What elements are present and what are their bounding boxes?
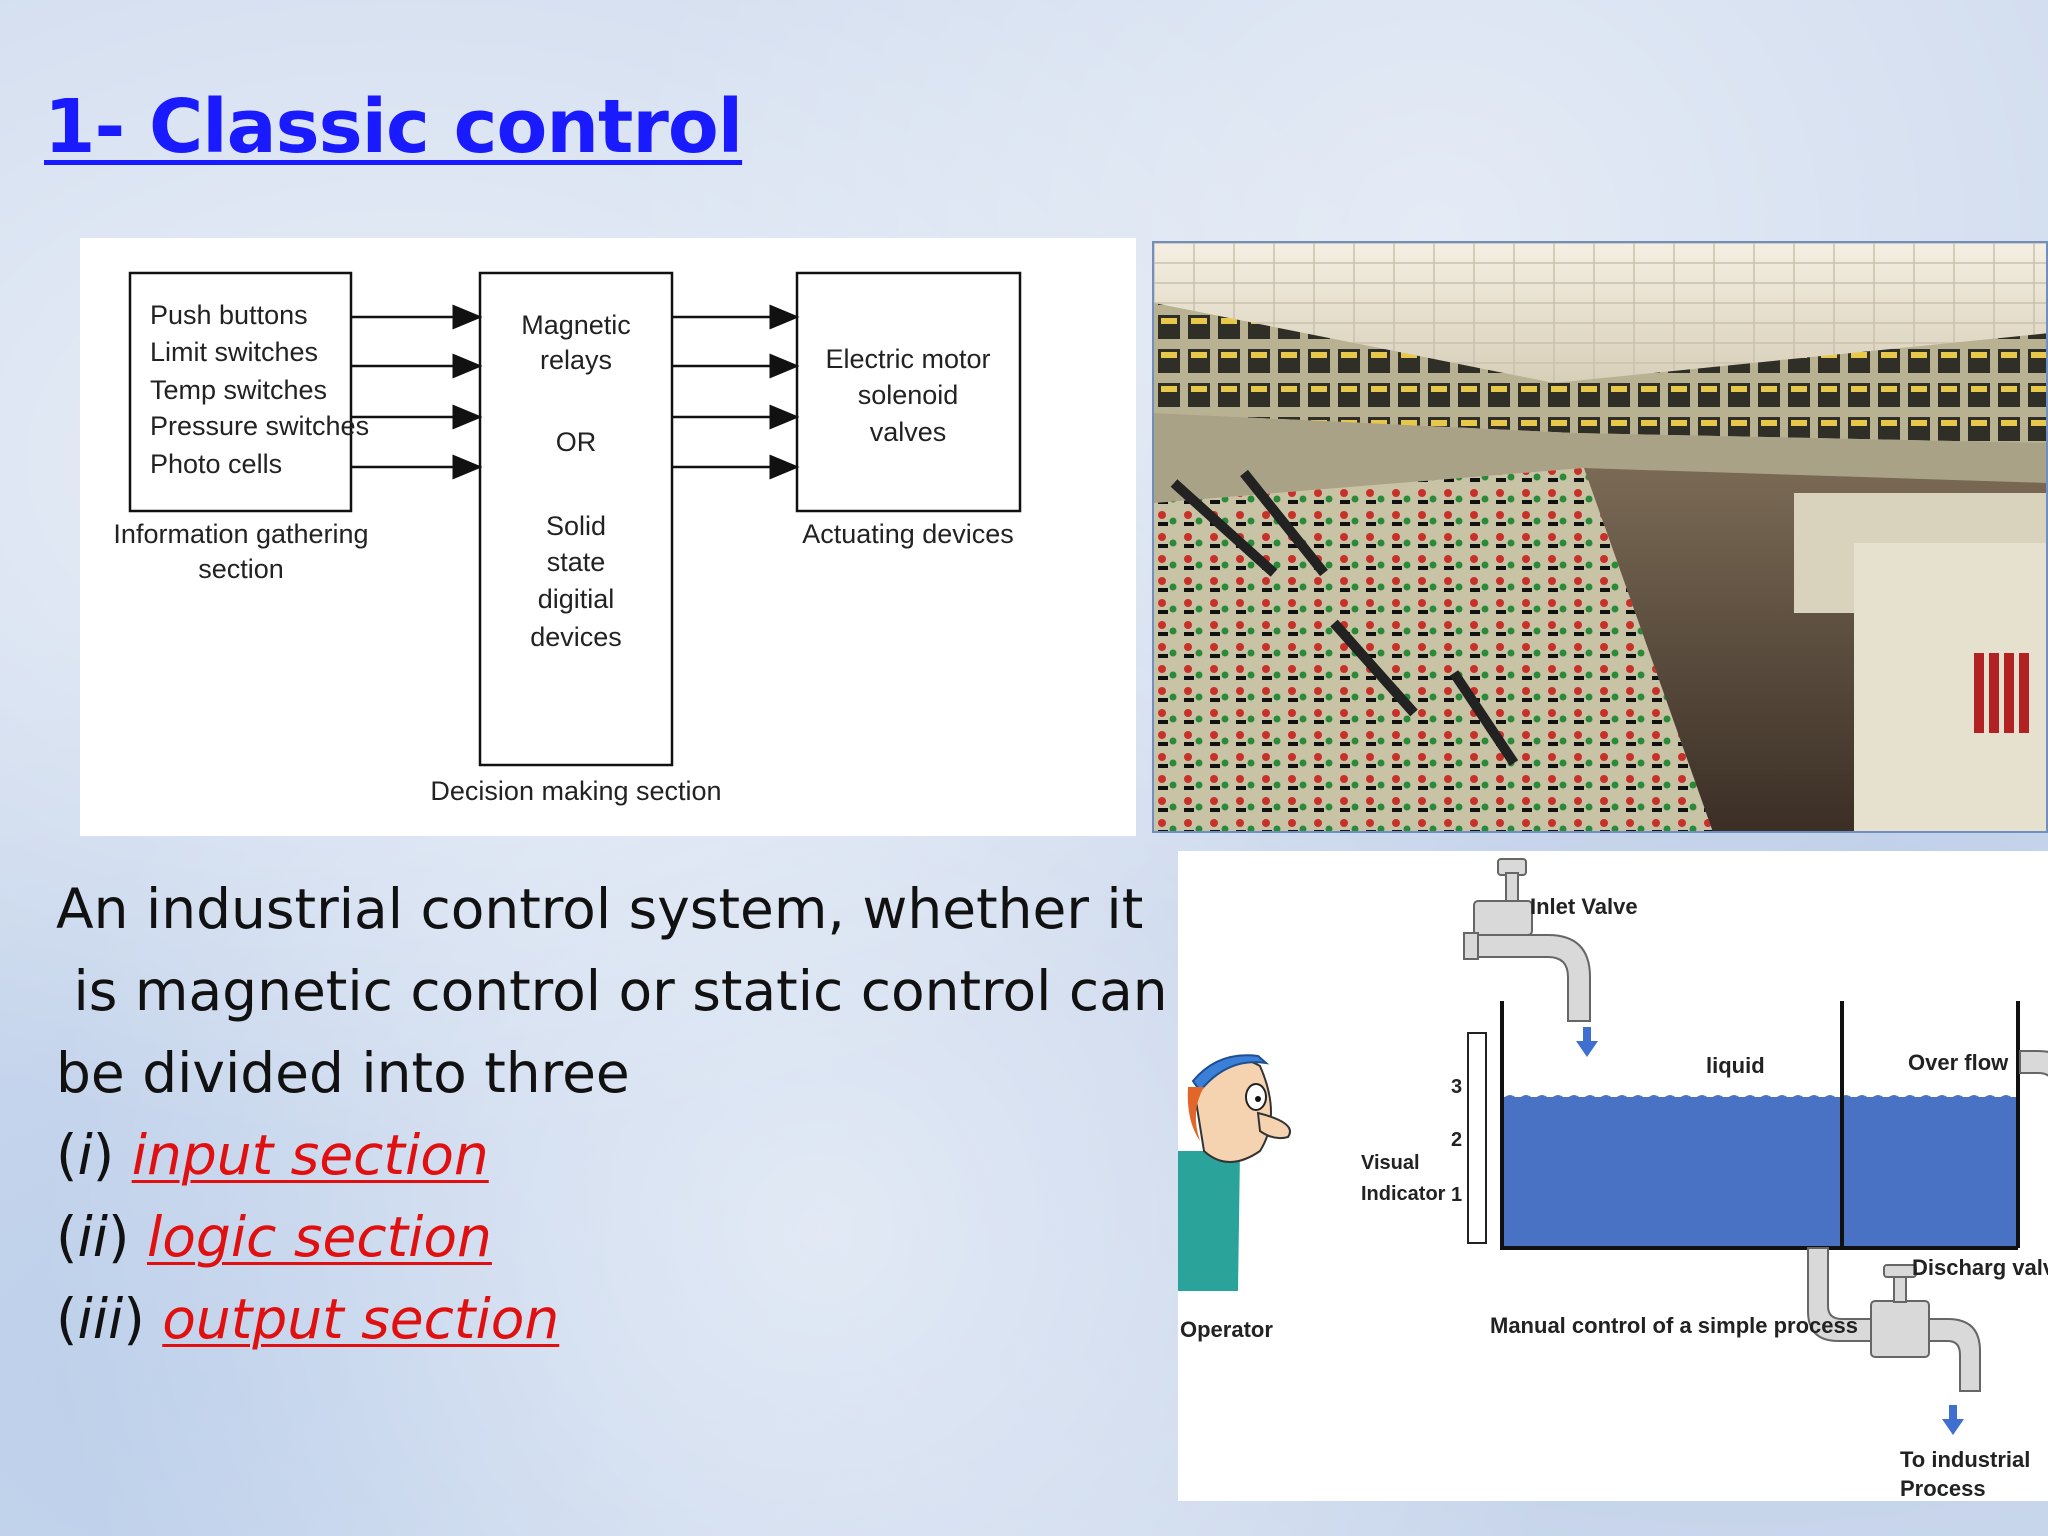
destination-label: Process <box>1900 1476 1986 1501</box>
output-item: valves <box>870 417 947 447</box>
input-caption: Information gathering <box>113 519 368 549</box>
outflow-arrow-icon <box>1942 1405 1964 1435</box>
paragraph-line: is magnetic control or static control ca… <box>56 959 1168 1023</box>
logic-item: Magnetic <box>521 310 631 340</box>
logic-block <box>478 271 674 767</box>
inflow-arrow-icon <box>1576 1027 1598 1057</box>
paren: ( <box>56 1205 78 1269</box>
overflow-pipe-icon <box>2019 1050 2048 1077</box>
logic-caption: Decision making section <box>430 776 721 806</box>
logic-item: digitial <box>538 584 615 614</box>
paren: ( <box>56 1123 78 1187</box>
indicator-label: Indicator <box>1361 1183 1446 1205</box>
control-room-illustration <box>1154 243 2046 831</box>
input-item: Pressure switches <box>150 411 369 441</box>
indicator-mark: 2 <box>1451 1129 1462 1151</box>
input-item: Push buttons <box>150 300 308 330</box>
discharge-valve-icon <box>1807 1247 1981 1392</box>
section-item-logic: (ii) logic section <box>56 1196 1166 1278</box>
indicator-mark: 1 <box>1451 1184 1462 1206</box>
paragraph-line: be divided into three <box>56 1041 630 1105</box>
input-block <box>128 271 353 513</box>
logic-section-link[interactable]: logic section <box>146 1205 492 1269</box>
body-text: An industrial control system, whether it… <box>56 868 1168 1360</box>
block-diagram-svg: Push buttons Limit switches Temp switche… <box>113 271 1022 806</box>
roman-numeral: ii <box>77 1205 109 1269</box>
control-block-diagram: Push buttons Limit switches Temp switche… <box>80 238 1136 836</box>
input-section-link[interactable]: input section <box>131 1123 489 1187</box>
output-item: solenoid <box>858 380 959 410</box>
liquid-body <box>1502 1097 2018 1246</box>
input-item: Photo cells <box>150 449 282 479</box>
operator-figure-icon <box>1178 1054 1291 1291</box>
output-caption: Actuating devices <box>802 519 1014 549</box>
indicator-label: Visual <box>1361 1152 1420 1174</box>
input-item: Limit switches <box>150 337 318 367</box>
operator-label: Operator <box>1180 1317 1273 1342</box>
tank-caption: Manual control of a simple process <box>1490 1313 1858 1338</box>
inlet-valve-icon <box>1463 858 1591 1022</box>
roman-numeral: iii <box>77 1287 124 1351</box>
indicator-mark: 3 <box>1451 1076 1462 1098</box>
paragraph-line: An industrial control system, whether it <box>56 877 1144 941</box>
discharge-valve-label: Discharg valve <box>1912 1255 2048 1280</box>
logic-item: Solid <box>546 511 606 541</box>
logic-item: OR <box>556 427 597 457</box>
output-section-link[interactable]: output section <box>162 1287 560 1351</box>
logic-item: devices <box>530 622 622 652</box>
tank-diagram-svg: Inlet Valve liquid Over flow 3 2 1 Visua… <box>1178 858 2048 1501</box>
paren: ) <box>108 1205 130 1269</box>
logic-item: relays <box>540 345 612 375</box>
output-block <box>795 271 1022 513</box>
control-room-photo <box>1152 241 2048 833</box>
manual-control-diagram: Inlet Valve liquid Over flow 3 2 1 Visua… <box>1178 851 2048 1501</box>
section-item-output: (iii) output section <box>56 1278 1166 1360</box>
visual-indicator <box>1467 1032 1487 1244</box>
roman-numeral: i <box>77 1123 93 1187</box>
section-item-input: (i) input section <box>56 1114 1166 1196</box>
paren: ( <box>56 1287 78 1351</box>
destination-label: To industrial <box>1900 1447 2030 1472</box>
input-caption: section <box>198 554 284 584</box>
input-item: Temp switches <box>150 375 327 405</box>
logic-item: state <box>547 547 606 577</box>
inlet-valve-label: Inlet Valve <box>1530 894 1638 919</box>
output-item: Electric motor <box>825 344 990 374</box>
overflow-label: Over flow <box>1908 1050 2009 1075</box>
paren: ) <box>123 1287 145 1351</box>
liquid-label: liquid <box>1706 1053 1765 1078</box>
paren: ) <box>92 1123 115 1187</box>
slide-title: 1- Classic control <box>44 84 743 170</box>
